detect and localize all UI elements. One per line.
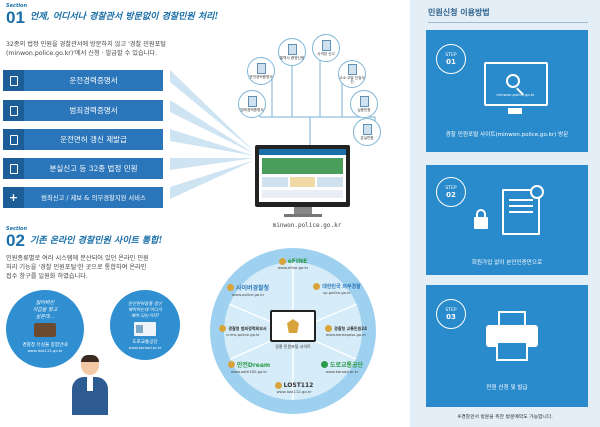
service-license-renewal[interactable]: 운전면허 갱신 제발급: [3, 129, 163, 150]
bubble-license-renewal: 운전면허증을 갱신 해야하는데 어디서 해야 되는거지? 도로교통공단 www.…: [110, 290, 180, 360]
node-driving-record: 운전경력증명서: [247, 57, 275, 85]
connection-fan: [170, 70, 255, 199]
lock-icon: [474, 209, 488, 229]
service-lost-report[interactable]: 분실신고 등 32종 법정 민원: [3, 158, 163, 179]
section1-heading: 언제, 어디서나 경찰관서 방문없이 경찰민원 처리!: [30, 12, 219, 22]
node-shooting-range: 사격장 신고: [312, 34, 340, 62]
site-safe-dream[interactable]: 안전Dream www.safe182.go.kr: [219, 360, 279, 374]
site-koroad[interactable]: 도로교통공단 www.koroad.or.kr: [312, 360, 372, 374]
site-conscript-police[interactable]: 대한민국 의무경찰 sp.police.go.kr: [307, 283, 367, 295]
node-lost-item: 분실민원: [353, 118, 381, 146]
step-1-text: 경찰 민원포털 사이트(minwon.police.go.kr) 방문: [445, 132, 569, 138]
ribbon-icon: [530, 185, 544, 199]
monitor-caption: minwon.police.go.kr: [272, 222, 342, 229]
person-illustration: [70, 355, 110, 415]
node-missing-person: 실종민원: [350, 90, 378, 118]
site-crims[interactable]: 경찰청 범죄경력회보서 crims.police.go.kr: [213, 325, 273, 337]
step-3-text: 민원 신청 및 발급: [486, 385, 528, 391]
integration-circle: 경찰 민원포털 사이트: [210, 248, 376, 414]
plus-icon: +: [3, 187, 24, 208]
step-2-text: 회원가입 없이 본인인증만으로: [471, 260, 543, 266]
bubble-lost-wallet: 잃어버린 지갑을 찾고 싶은데… 경찰청 유실물 종합안내 www.lost11…: [6, 290, 84, 368]
monitor-icon: minwon.police.go.kr: [484, 62, 548, 106]
document-icon: [3, 129, 24, 150]
service-driving-record[interactable]: 운전경력증명서: [3, 70, 163, 91]
monitor-base: [284, 214, 322, 217]
document-icon: [3, 100, 24, 121]
section2-heading: 기존 온라인 경찰민원 사이트 통합!: [30, 236, 163, 246]
monitor-icon-stand: [508, 108, 522, 114]
section1-description: 32종의 법정 민원을 경찰관서에 방문하지 않고 '경찰 민원포털 (minw…: [6, 41, 166, 57]
wallet-icon: [34, 323, 56, 337]
site-efine[interactable]: eFINE www.efine.go.kr: [277, 258, 309, 270]
certificate-icon: [502, 189, 540, 235]
node-criminal-record: 범죄경력증명서: [238, 90, 266, 118]
site-lost112[interactable]: LOST112 www.lost112.go.kr: [274, 382, 314, 394]
panel-title-rule: [428, 22, 588, 23]
section1-number: Section 01: [6, 3, 28, 27]
service-crime-report[interactable]: + 범죄신고 / 제보 & 의무경찰지원 서비스: [3, 187, 163, 208]
portal-monitor: [255, 145, 350, 207]
panel-title: 민원신청 이용방법: [428, 8, 490, 17]
site-cyber-police[interactable]: 사이버경찰청 www.police.go.kr: [218, 283, 278, 297]
center-monitor: [270, 310, 316, 342]
document-icon: [3, 70, 24, 91]
section2-description: 민원종류별로 여러 시스템에 분산되어 있던 온라인 민원 처리 기능을 '경찰…: [6, 255, 149, 280]
service-criminal-record[interactable]: 범죄경력증명서: [3, 100, 163, 121]
site-koreapass[interactable]: 경찰청 교통민원24 www.koreapass.go.kr: [325, 325, 367, 337]
monitor-stand: [294, 207, 312, 214]
node-interpreter: 통역사 증명신청: [278, 38, 306, 66]
panel-footnote: ※경찰관서 방문을 위한 방문예약도 가능합니다.: [457, 415, 553, 420]
section2-number: Section 02: [6, 226, 28, 250]
printer-icon: [486, 311, 538, 363]
id-card-icon: [134, 322, 156, 336]
document-icon: [3, 158, 24, 179]
center-caption: 경찰 민원포털 사이트: [275, 344, 311, 349]
node-complaint: 고소·고발 진정사건: [338, 60, 366, 88]
